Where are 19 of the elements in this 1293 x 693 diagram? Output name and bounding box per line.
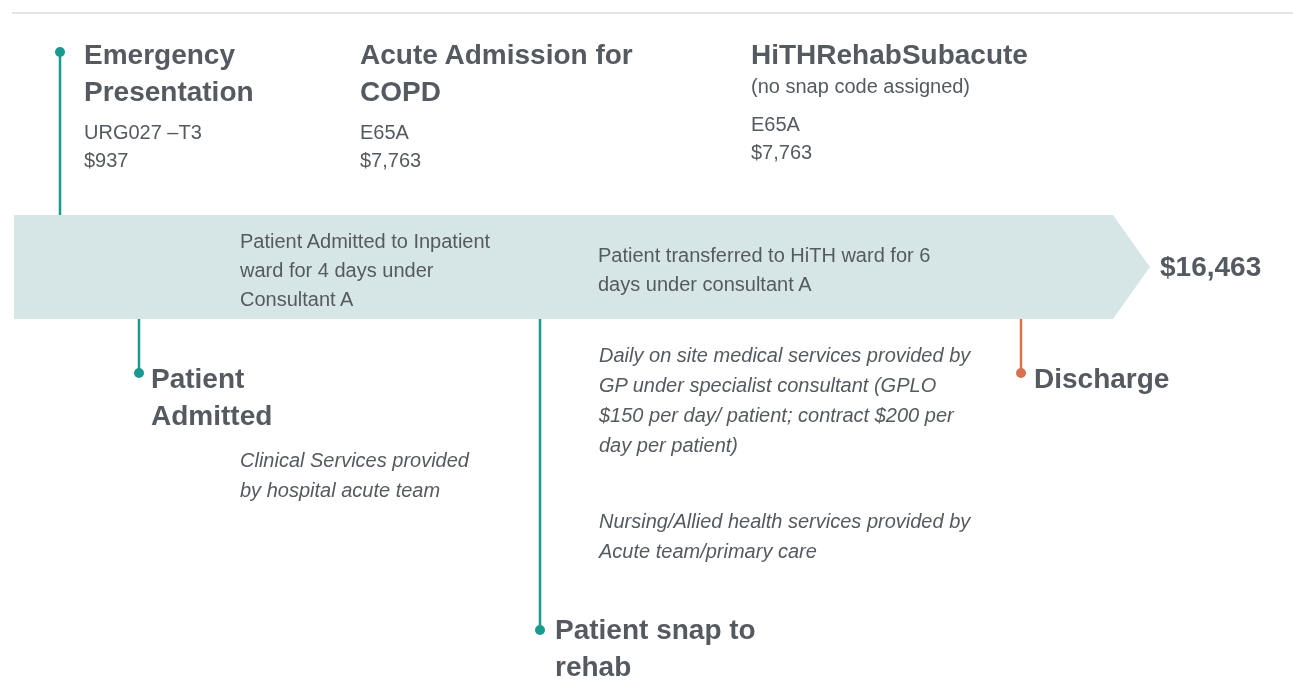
milestone-heading: Acute Admission for COPD [360, 38, 634, 109]
milestone-heading: Emergency Presentation [84, 38, 255, 109]
service-note: Nursing/Allied health services provided by Acute team/primary care [599, 509, 972, 564]
note-text: (no snap code assigned) [751, 74, 972, 99]
code-text: E65A [360, 120, 410, 145]
cost-text: $7,763 [360, 148, 423, 173]
code-text: E65A [751, 112, 801, 137]
service-note: Daily on site medical services provided by GP under specialist consultant (GPLO $150 per day/ patient; contract $200 per day per patient) [599, 343, 972, 458]
code-text: URG027 –T3 [84, 120, 203, 145]
stage-description: Patient Admitted to Inpatient ward for 4 days under Consultant A [240, 229, 492, 312]
service-note: Clinical Services provided by hospital acute team [240, 448, 471, 503]
stage-description: Patient transferred to HiTH ward for 6 days under consultant A [598, 243, 932, 297]
cost-text: $7,763 [751, 140, 814, 165]
milestone-heading: Discharge [1034, 362, 1171, 396]
milestone-heading: Patient Admitted [151, 362, 274, 433]
milestone-heading: HiTHRehabSubacute [751, 38, 1029, 72]
total-cost: $16,463 [1160, 250, 1262, 284]
milestone-heading: Patient snap to rehab [555, 613, 757, 684]
cost-text: $937 [84, 148, 130, 173]
